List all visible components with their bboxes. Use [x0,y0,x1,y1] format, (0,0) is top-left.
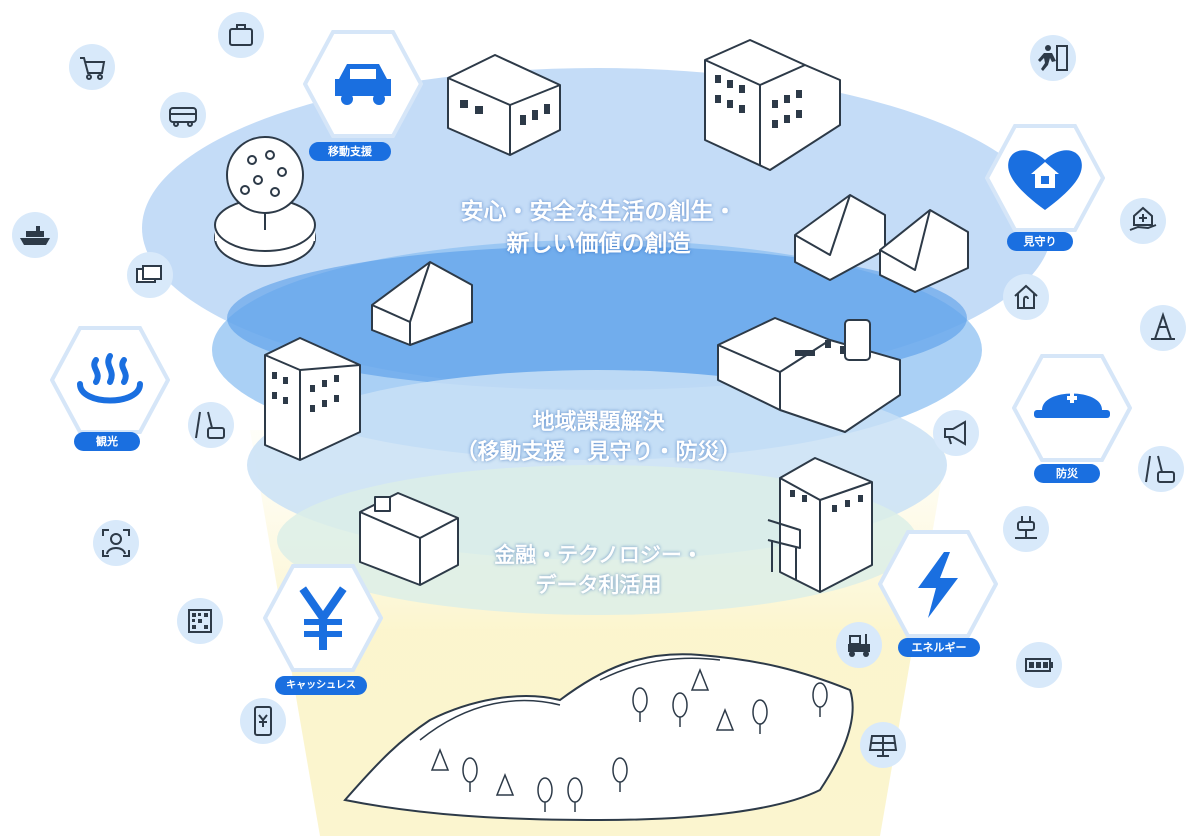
ropeway-icon [195,411,225,439]
island-illustration [343,653,854,822]
layer-top-line1: 安心・安全な生活の創生・ [460,199,737,225]
ticket-circle [127,252,173,298]
ticket-icon [136,265,162,283]
disaster-pill: 防災 [1034,464,1100,483]
layer-top-label: 安心・安全な生活の創生・ 新しい価値の創造 [0,196,1197,260]
house-circle [1003,274,1049,320]
cart-circle [69,44,115,90]
briefcase-circle [218,12,264,58]
lightning-icon [918,552,958,618]
traffic-cone-icon [1151,311,1175,340]
ship-circle [12,212,58,258]
ellipse-bottom [277,465,917,615]
face-auth-circle [93,520,139,566]
watch-badge: 見守り [985,118,1105,251]
yen-icon [299,586,347,650]
golf-cart-circle [836,622,882,668]
layer-top-line2: 新しい価値の創造 [506,231,691,257]
care-circle [1120,198,1166,244]
tourism-pill: 観光 [74,432,140,451]
megaphone-circle [933,410,979,456]
hospital-building [447,54,561,156]
energy-badge: エネルギー [878,524,998,657]
battery-icon [1025,658,1053,672]
layer-middle-line2: （移動支援・見守り・防災） [455,440,742,465]
station-building-right [717,317,901,433]
megaphone-icon [944,420,966,446]
exit-circle [1030,35,1076,81]
layer-middle-label: 地域課題解決 （移動支援・見守り・防災） [0,408,1197,468]
solar-circle [860,722,906,768]
layer-bottom-line1: 金融・テクノロジー・ [494,543,703,567]
care-hand-icon [1129,206,1157,231]
plug-circle [1003,506,1049,552]
tall-building-right [767,457,873,593]
qr-circle [177,598,223,644]
mobility-pill: 移動支援 [309,142,391,161]
qr-code-icon [188,609,212,633]
apartment-building-left [264,337,361,461]
tourism-badge: 観光 [50,320,170,451]
ropeway-circle-left [188,402,234,448]
shop-building [359,492,459,586]
ropeway-circle-right [1138,446,1184,492]
ship-icon [20,226,50,245]
park-tree-fountain [214,136,316,267]
mobility-badge: 移動支援 [303,24,423,161]
ropeway-icon [1145,455,1175,483]
bus-circle [160,92,206,138]
emergency-exit-icon [1038,45,1068,71]
smartphone-payment-icon [254,706,272,736]
bus-icon [169,107,197,127]
layer-bottom-line2: データ利活用 [535,573,662,597]
layer-bottom-label: 金融・テクノロジー・ データ利活用 [0,540,1197,600]
watch-pill: 見守り [1007,232,1073,251]
battery-circle [1016,642,1062,688]
helmet-icon [1034,393,1110,418]
power-plug-icon [1015,516,1037,539]
electric-cart-icon [848,634,870,657]
cashless-pill: キャッシュレス [275,676,367,695]
layer-middle-line1: 地域課題解決 [532,410,665,435]
shopping-cart-icon [80,57,106,80]
disaster-badge: 防災 [1012,348,1132,483]
house-outline-icon [1014,284,1038,309]
small-house-center [371,261,473,346]
cone-circle [1140,305,1186,351]
cashless-badge: キャッシュレス [263,558,383,695]
solar-panel-icon [868,735,898,757]
energy-pill: エネルギー [898,638,980,657]
briefcase-icon [229,24,253,46]
smartphone-yen-circle [240,698,286,744]
face-recognition-icon [102,529,130,557]
office-building-top-right [704,39,841,171]
car-icon [335,64,391,105]
twin-houses [794,194,969,293]
hot-spring-icon [77,353,143,404]
